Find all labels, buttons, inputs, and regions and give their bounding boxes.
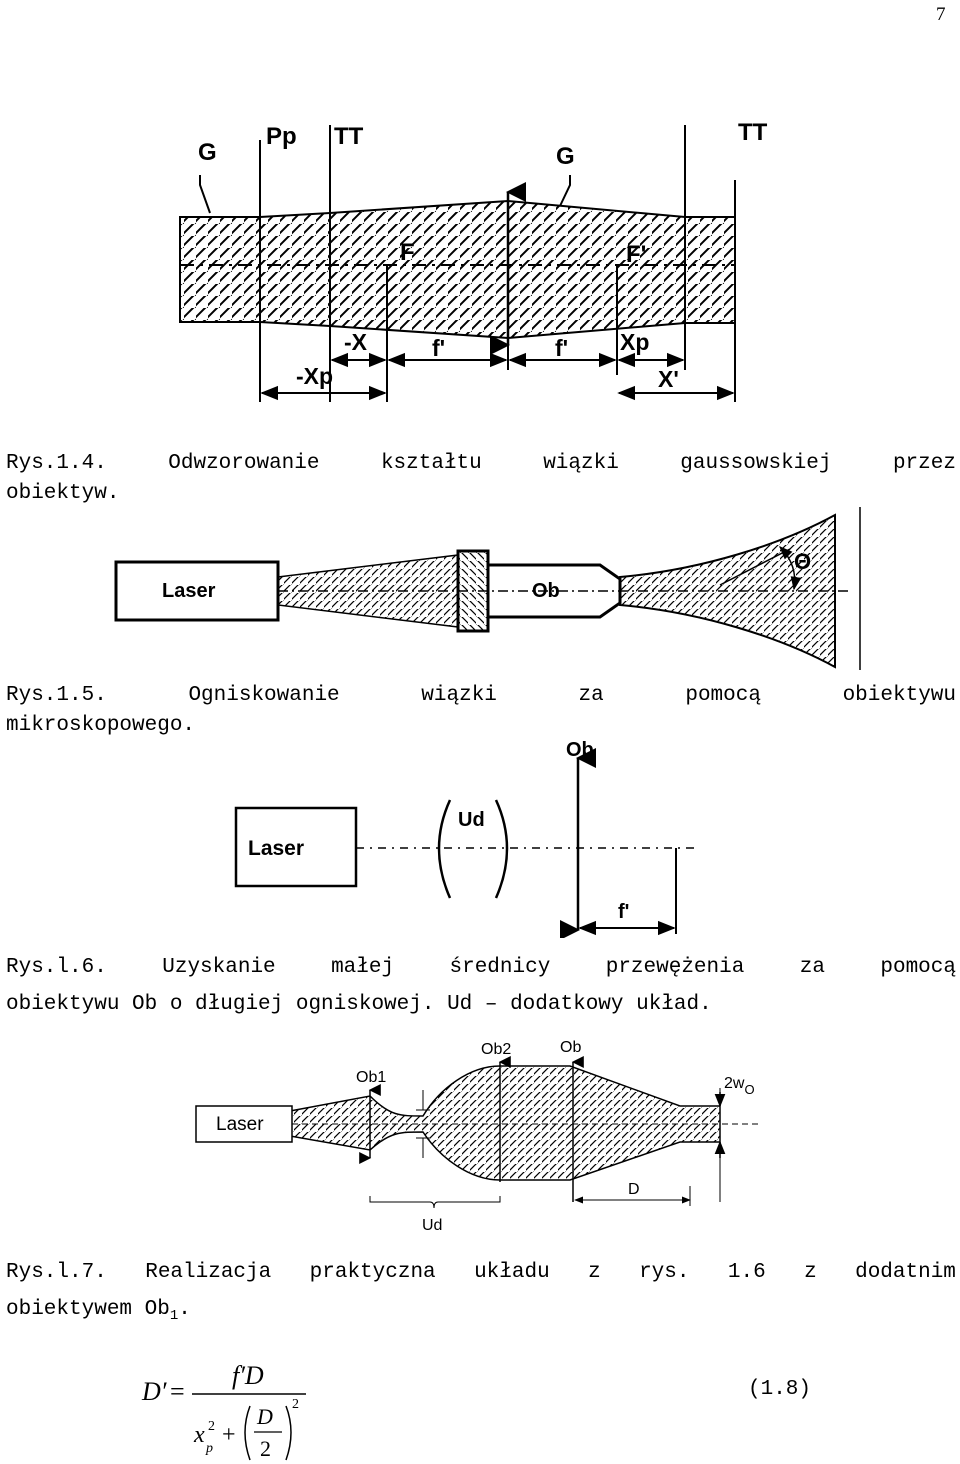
label-ob2: Ob2 (481, 1041, 511, 1058)
caption-word: Rys.1.4. (6, 452, 107, 475)
label-minus-xp: -Xp (296, 363, 333, 389)
label-laser: Laser (162, 580, 216, 602)
eq-paren-left (244, 1405, 251, 1461)
caption-line-2: obiektywu Ob o długiej ogniskowej. Ud – … (6, 993, 712, 1016)
caption-word: małej (331, 956, 395, 979)
equation-1-8: D′ = f′D x 2 p + D 2 2 (141, 1361, 306, 1461)
caption-word: przewężenia (605, 956, 745, 979)
label-ob: Ob (566, 739, 594, 761)
label-f-dist-left: f' (432, 335, 445, 361)
caption-word: przez (892, 452, 956, 475)
eq-paren-right (285, 1405, 292, 1461)
caption-word: 1.6 (727, 1261, 766, 1284)
figure-1-4: G Pp TT G TT F F' -X f' f' Xp -Xp X' (179, 119, 768, 402)
label-g-left: G (198, 139, 217, 166)
caption-line-2: mikroskopowego. (6, 714, 196, 737)
caption-word: z (804, 1261, 817, 1284)
caption-word: praktyczna (309, 1261, 436, 1284)
caption-word: za (799, 956, 825, 979)
ud-brace (369, 1196, 501, 1209)
beam-shape (179, 199, 736, 340)
eq-den-x: x (193, 1422, 205, 1448)
caption-word: Realizacja (145, 1261, 272, 1284)
label-laser: Laser (216, 1114, 264, 1135)
caption-fig-1-4: Rys.1.4. Odwzorowanie kształtu wiązki ga… (6, 449, 956, 509)
caption-word: układu (474, 1261, 550, 1284)
label-tt-right: TT (738, 119, 768, 146)
caption-word: obiektywu (842, 684, 956, 707)
figure-1-6: Ob Laser Ud f' (234, 739, 700, 938)
caption-word: dodatnim (855, 1261, 956, 1284)
laser-box (114, 560, 280, 622)
eq-plus: + (222, 1422, 236, 1448)
caption-word: wiązki (421, 684, 497, 707)
caption-word: Odwzorowanie (168, 452, 320, 475)
caption-word: pomocą (685, 684, 761, 707)
caption-word: rys. (639, 1261, 690, 1284)
caption-word: Rys.1.5. (6, 684, 107, 707)
caption-word: Rys.l.7. (6, 1261, 107, 1284)
label-ob: Ob (532, 580, 560, 602)
eq-inner-num: D (256, 1404, 273, 1429)
beam-shape (289, 1065, 721, 1181)
label-ud: Ud (422, 1217, 442, 1234)
caption-word: Ogniskowanie (188, 684, 340, 707)
label-2w: 2wO (724, 1075, 755, 1097)
label-pp: Pp (266, 123, 297, 150)
caption-word: z (588, 1261, 601, 1284)
label-ud: Ud (458, 809, 485, 831)
caption-fig-1-7: Rys.l.7. Realizacja praktyczna układu z … (6, 1254, 956, 1335)
caption-fig-1-6: Rys.l.6. Uzyskanie małej średnicy przewę… (6, 949, 956, 1023)
caption-line-2: obiektywem Ob1. (6, 1298, 191, 1325)
ud-lens-left (437, 799, 452, 899)
label-g-right: G (556, 143, 575, 170)
equation-number: (1.8) (748, 1378, 812, 1401)
label-tt-left: TT (334, 123, 364, 150)
label-f: F (400, 239, 415, 266)
caption-word: za (578, 684, 604, 707)
caption-word: wiązki (543, 452, 619, 475)
eq-inner-den: 2 (260, 1436, 271, 1461)
ud-lens-right (494, 799, 509, 899)
caption-fig-1-5: Rys.1.5. Ogniskowanie wiązki za pomocą o… (6, 681, 956, 741)
eq-equals: = (170, 1377, 185, 1406)
caption-word: gaussowskiej (680, 452, 832, 475)
caption-word: kształtu (380, 452, 482, 475)
eq-den-x-sub: p (205, 1441, 213, 1456)
label-minus-x: -X (344, 329, 368, 355)
label-f-dist-right: f' (555, 335, 568, 361)
page-number: 7 (936, 4, 946, 25)
label-theta: Θ (794, 549, 811, 574)
label-x-prime: X' (658, 366, 679, 392)
eq-paren-sup: 2 (292, 1397, 299, 1412)
label-d: D (628, 1181, 640, 1198)
eq-den-x-sup: 2 (208, 1419, 215, 1434)
caption-line-2: obiektyw. (6, 482, 120, 505)
label-xp: Xp (620, 329, 649, 355)
label-ob: Ob (560, 1039, 581, 1056)
label-f-prime: F' (626, 241, 646, 268)
caption-word: Rys.l.6. (6, 956, 107, 979)
eq-lhs: D′ (141, 1377, 167, 1406)
label-f-prime: f' (618, 901, 629, 923)
label-laser: Laser (248, 837, 304, 860)
theta-arc (779, 546, 802, 591)
figure-1-5: Laser Ob Θ (114, 507, 861, 670)
caption-word: Uzyskanie (162, 956, 276, 979)
caption-word: średnicy (449, 956, 551, 979)
eq-numerator: f′D (232, 1361, 264, 1390)
caption-word: pomocą (880, 956, 956, 979)
label-ob1: Ob1 (356, 1069, 386, 1086)
figure-1-7: Ob2 Ob Ob1 Laser 2wO D Ud (195, 1039, 760, 1234)
laser-box (234, 806, 358, 888)
